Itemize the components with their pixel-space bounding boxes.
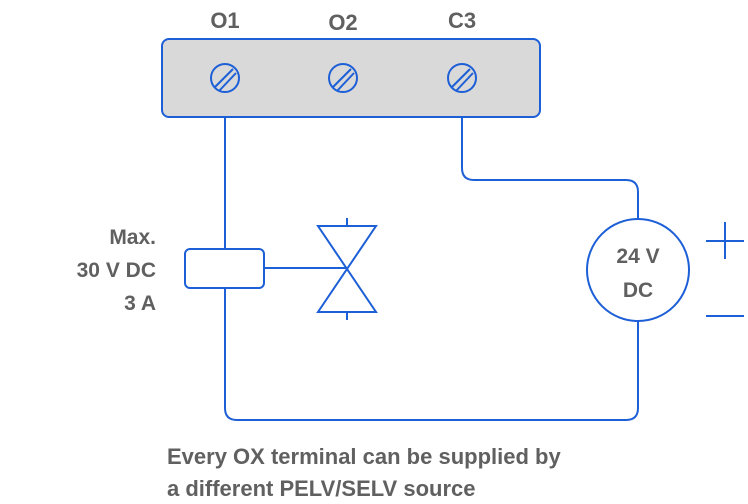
plus-icon: [706, 222, 744, 259]
source-label-voltage: 24 V: [616, 245, 659, 268]
voltage-source: [586, 218, 690, 322]
wire-c3-to-source: [461, 117, 639, 219]
rating-label-voltage: 30 V DC: [77, 259, 156, 282]
screw-terminal-c3: [447, 63, 477, 93]
footnote-line-2: a different PELV/SELV source: [167, 476, 475, 501]
screw-terminal-o2: [328, 63, 358, 93]
terminal-label-o2: O2: [328, 10, 357, 35]
rating-label-current: 3 A: [124, 292, 156, 315]
terminal-label-c3: C3: [448, 8, 476, 33]
footnote-line-1: Every OX terminal can be supplied by: [167, 444, 561, 469]
screw-terminal-o1: [210, 63, 240, 93]
wire-coil-to-return: [224, 288, 639, 421]
terminal-label-o1: O1: [210, 8, 239, 33]
source-label-type: DC: [623, 279, 653, 302]
rating-label-max: Max.: [109, 226, 156, 249]
terminal-block: [161, 38, 541, 118]
relay-coil: [184, 248, 265, 289]
valve-symbol: [316, 218, 378, 320]
